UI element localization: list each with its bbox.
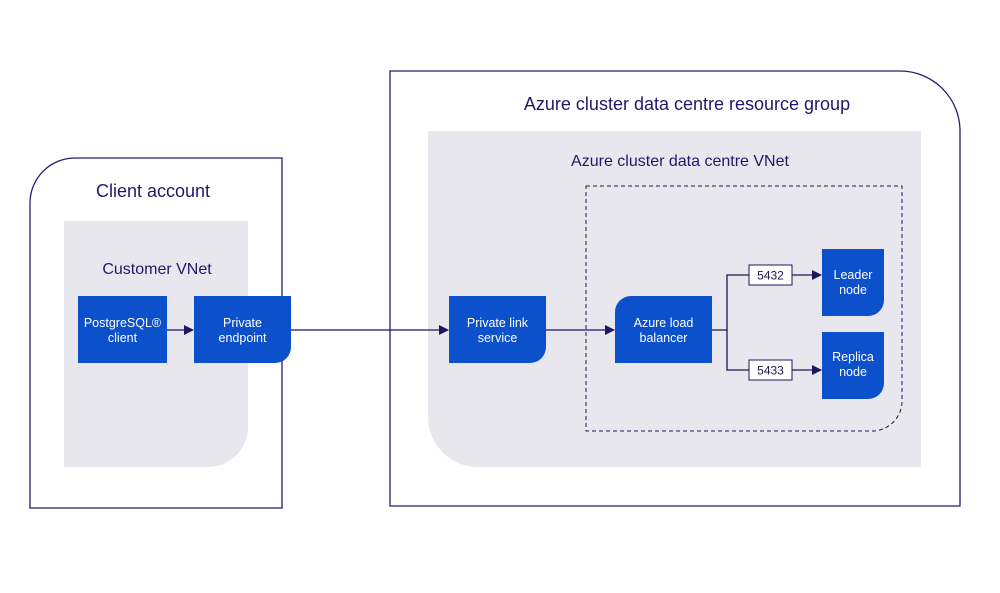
edge-load-balancer-to-replica xyxy=(726,330,749,371)
leader-label-line2: node xyxy=(839,283,867,297)
postgresql-client-node: PostgreSQL® client xyxy=(78,296,167,363)
client-account-container xyxy=(29,157,283,509)
private-link-service-node: Private link service xyxy=(449,296,546,363)
port-label-5433: 5433 xyxy=(757,364,784,378)
cluster-boundary xyxy=(585,185,903,432)
private-endpoint-label-line1: Private xyxy=(223,316,262,330)
azure-load-balancer-node: Azure load balancer xyxy=(615,296,712,363)
postgresql-client-label-line2: client xyxy=(108,331,138,345)
leader-node: Leader node xyxy=(822,249,884,316)
private-endpoint-node: Private endpoint xyxy=(194,296,291,363)
azure-vnet-title: Azure cluster data centre VNet xyxy=(571,153,789,170)
edge-load-balancer-to-leader xyxy=(712,274,749,331)
private-link-label-line2: service xyxy=(478,331,518,345)
resource-group-container xyxy=(389,70,961,507)
private-endpoint-label-line2: endpoint xyxy=(219,331,267,345)
resource-group-title: Azure cluster data centre resource group xyxy=(524,94,850,114)
replica-label-line2: node xyxy=(839,365,867,379)
port-label-5432: 5432 xyxy=(757,269,784,283)
load-balancer-label-line2: balancer xyxy=(640,331,688,345)
leader-label-line1: Leader xyxy=(834,268,873,282)
private-link-label-line1: Private link xyxy=(467,316,529,330)
postgresql-client-label-line1: PostgreSQL® xyxy=(84,316,162,330)
replica-node: Replica node xyxy=(822,332,884,399)
load-balancer-label-line1: Azure load xyxy=(634,316,694,330)
replica-label-line1: Replica xyxy=(832,350,874,364)
port-box-5432 xyxy=(748,264,793,286)
client-account-title: Client account xyxy=(96,181,210,201)
port-box-5433 xyxy=(748,359,793,381)
customer-vnet-title: Customer VNet xyxy=(102,261,212,278)
